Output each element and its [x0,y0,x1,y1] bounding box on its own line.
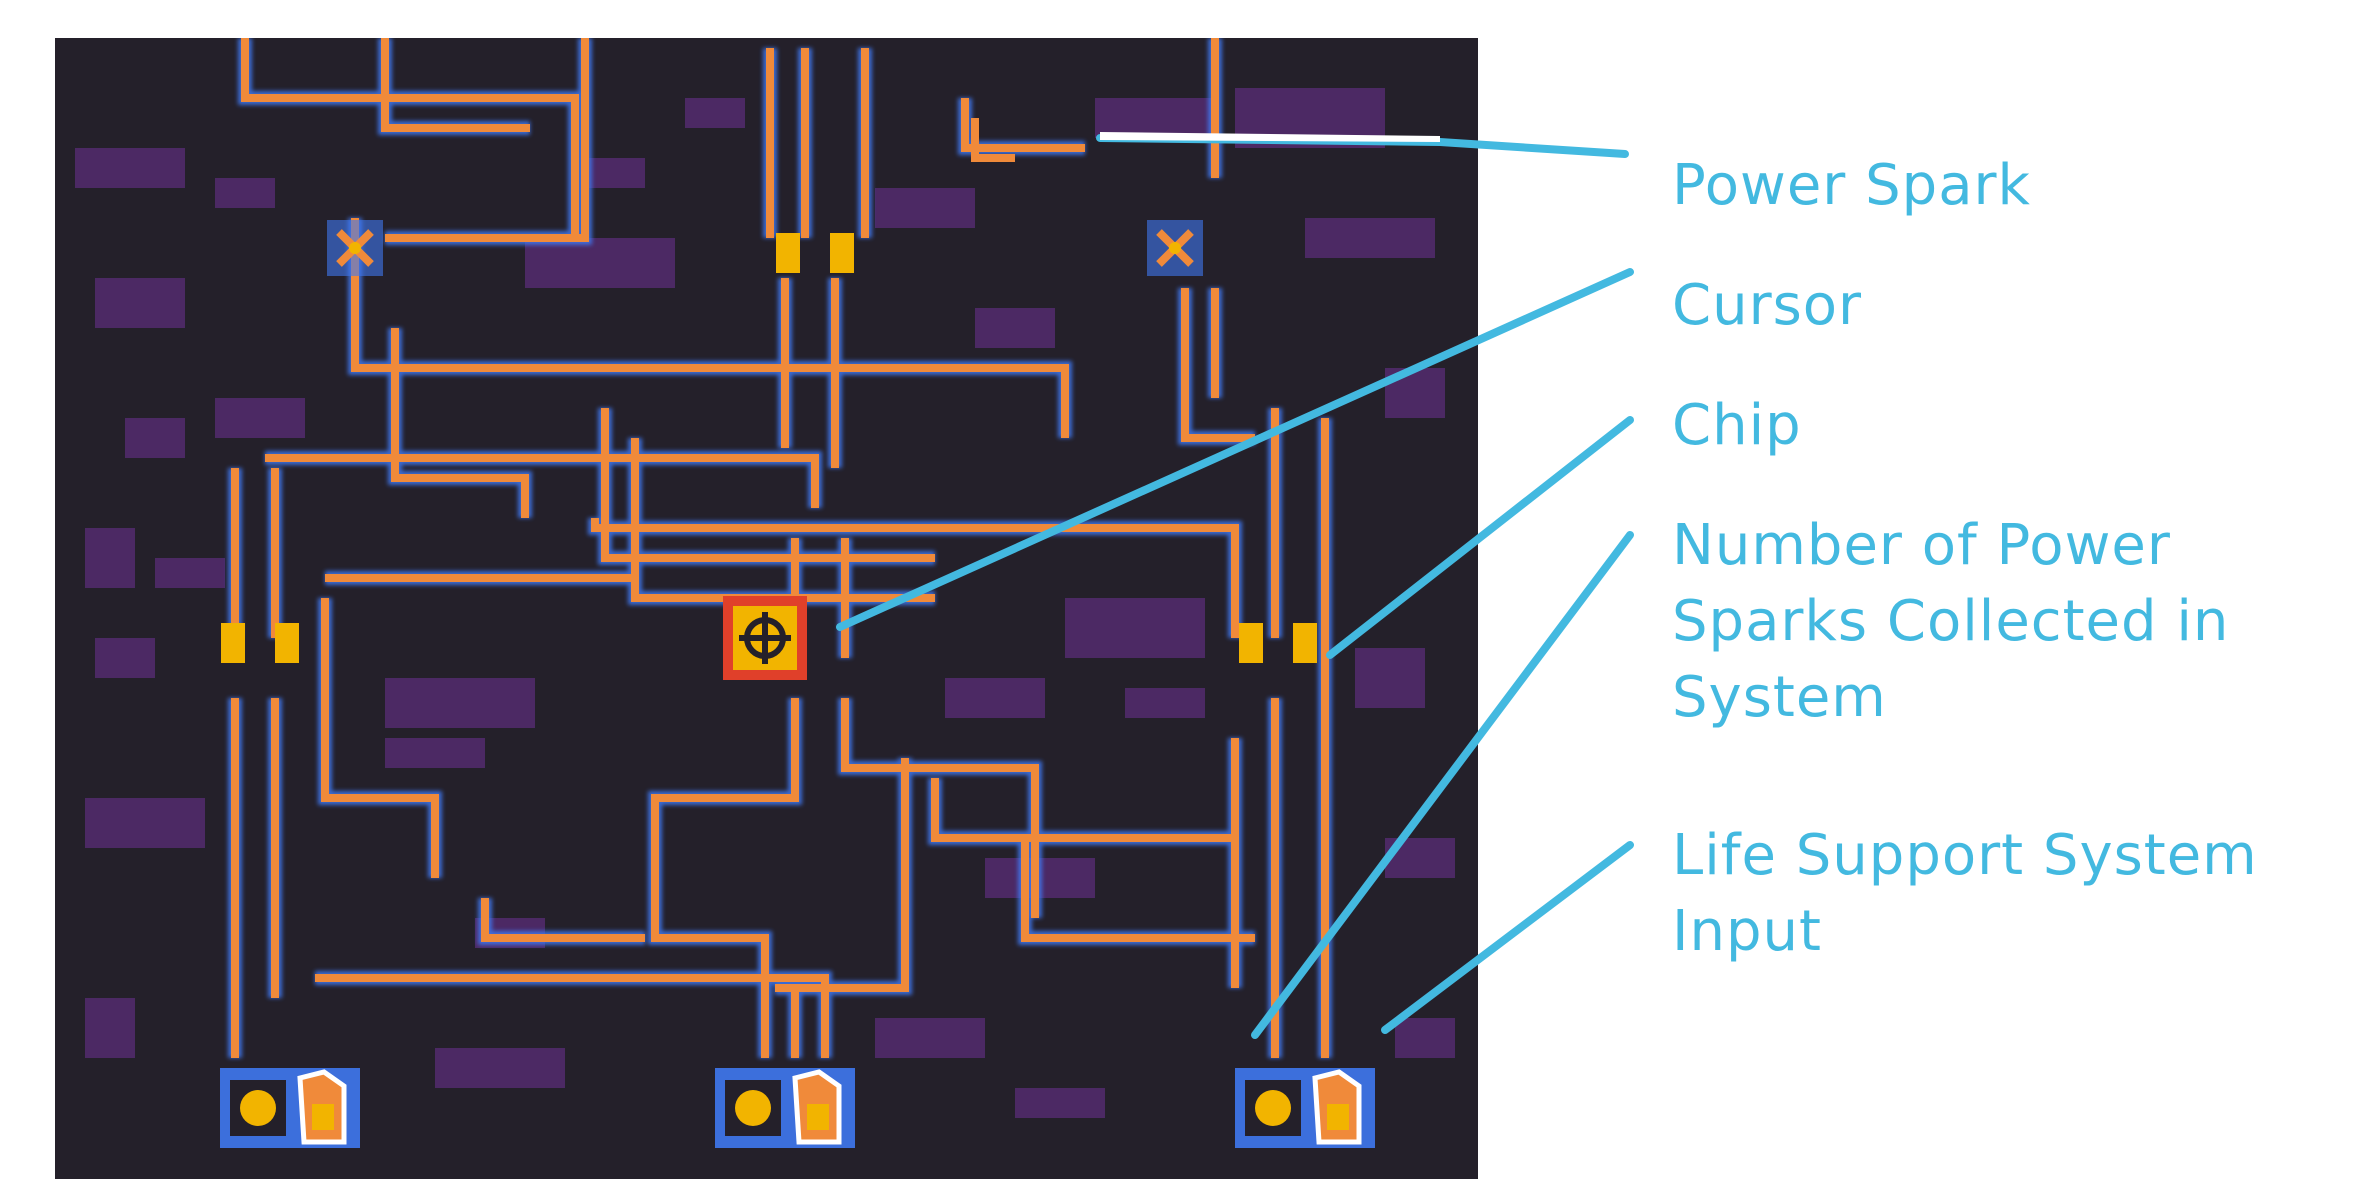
label-life-support-line: Input [1672,899,1823,964]
circuit-wires [228,38,1332,1058]
label-life-support-line: Life Support System [1672,823,2258,888]
life-support-group-right [1235,1068,1375,1148]
power-spark-icon [327,220,383,276]
life-support-group-middle [715,1068,855,1148]
chip-icon [776,233,854,273]
label-spark-count: Number of Power Sparks Collected in Syst… [1672,508,2229,736]
power-spark-icon [1147,220,1203,276]
label-spark-count-line: Number of Power [1672,513,2171,578]
circuit-board [75,38,1455,1148]
label-cursor: Cursor [1672,273,1863,338]
label-life-support: Life Support System Input [1672,818,2258,970]
chip-icon [221,623,299,663]
game-screen [55,38,1478,1179]
cursor-icon[interactable] [723,596,807,680]
label-spark-count-line: System [1672,665,1887,730]
life-support-group-left [220,1068,360,1148]
label-power-spark: Power Spark [1672,153,2031,218]
label-chip: Chip [1672,393,1802,458]
label-spark-count-line: Sparks Collected in [1672,589,2230,654]
